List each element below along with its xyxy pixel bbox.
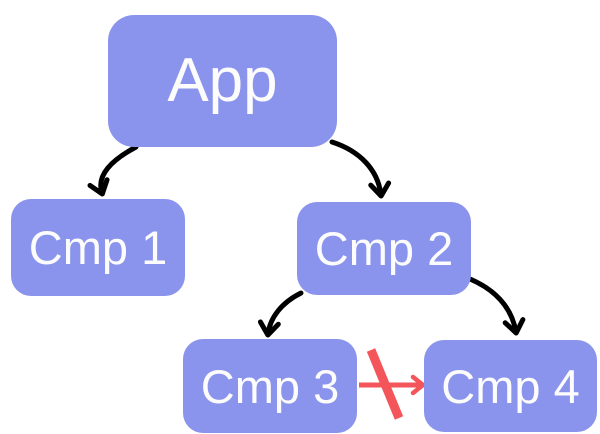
node-cmp4: Cmp 4 (424, 340, 597, 432)
node-cmp1-label: Cmp 1 (28, 221, 168, 274)
edge-app-to-cmp2 (329, 139, 392, 199)
node-cmp1: Cmp 1 (11, 199, 185, 296)
edge-cmp2-to-cmp4 (467, 276, 526, 336)
node-app-label: App (167, 46, 278, 115)
node-cmp2: Cmp 2 (297, 202, 471, 295)
node-cmp2-label: Cmp 2 (314, 222, 454, 275)
node-cmp4-label: Cmp 4 (441, 359, 580, 413)
edge-cmp2-to-cmp3 (257, 290, 304, 338)
node-cmp3: Cmp 3 (183, 339, 357, 433)
edge-app-to-cmp1 (87, 144, 139, 197)
node-cmp3-label: Cmp 3 (200, 359, 340, 413)
node-app: App (108, 15, 337, 147)
forbidden-cross-slash-icon (366, 348, 404, 420)
